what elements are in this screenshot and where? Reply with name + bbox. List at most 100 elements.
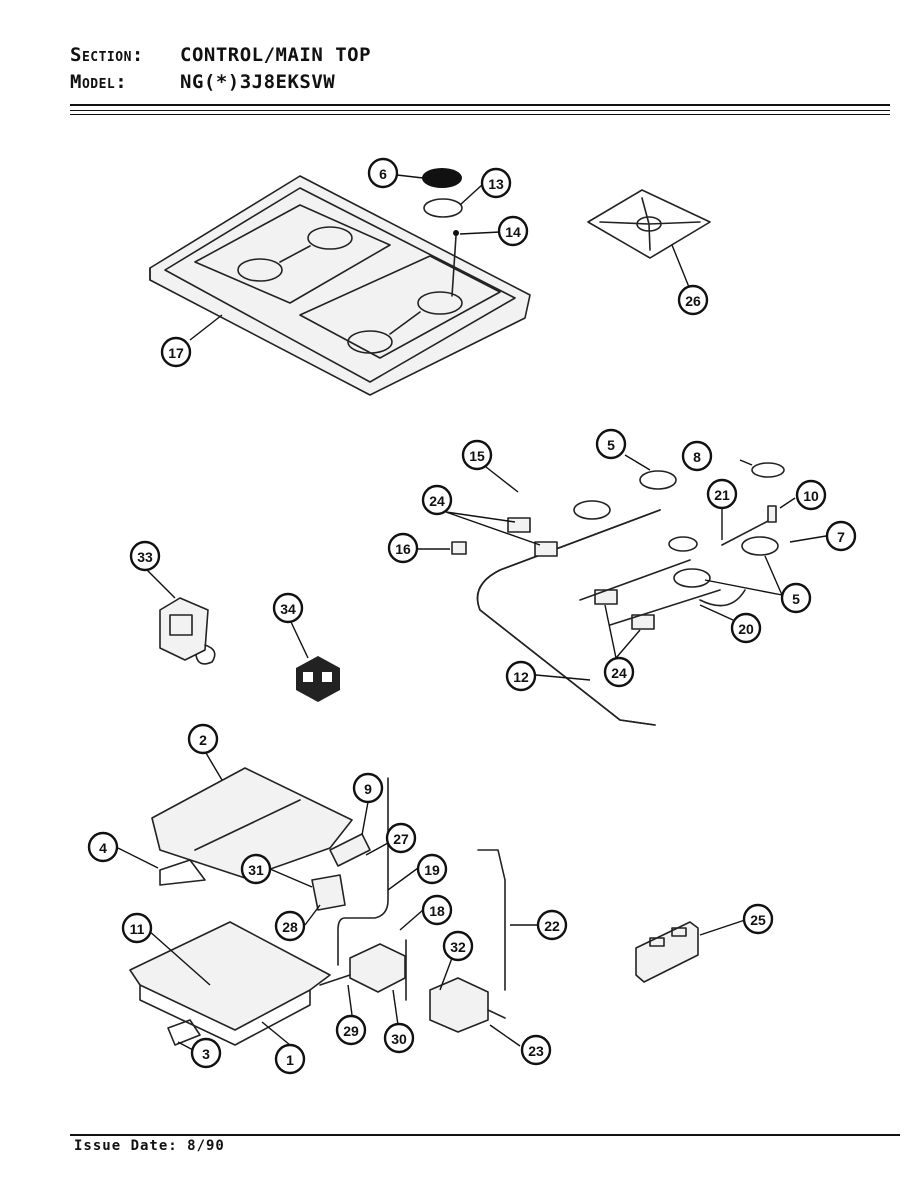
callout-33: 33 xyxy=(129,540,161,572)
callout-label: 5 xyxy=(607,437,615,453)
callout-2: 2 xyxy=(187,723,219,755)
callout-11: 11 xyxy=(121,912,153,944)
callout-24b: 24 xyxy=(603,656,635,688)
callout-16: 16 xyxy=(387,532,419,564)
callout-6: 6 xyxy=(367,157,399,189)
callout-22: 22 xyxy=(536,909,568,941)
callout-label: 29 xyxy=(343,1023,359,1039)
section-line: Section: CONTROL/MAIN TOP xyxy=(70,42,371,69)
burner-head xyxy=(639,470,677,490)
callout-label: 12 xyxy=(513,669,529,685)
oven-thermostat xyxy=(349,943,406,993)
burner-cap xyxy=(422,168,462,188)
callout-label: 10 xyxy=(803,488,819,504)
callout-5a: 5 xyxy=(595,428,627,460)
callout-32: 32 xyxy=(442,930,474,962)
callout-31: 31 xyxy=(240,853,272,885)
callout-19: 19 xyxy=(416,853,448,885)
burner-valve xyxy=(534,541,558,557)
burner-ring-small xyxy=(668,536,698,552)
callout-18: 18 xyxy=(421,894,453,926)
burner-ring xyxy=(423,198,463,218)
callout-label: 22 xyxy=(544,918,560,934)
burner-grate xyxy=(587,189,711,259)
oven-ignitor xyxy=(329,833,371,867)
callout-label: 3 xyxy=(202,1046,210,1062)
callout-label: 4 xyxy=(99,840,107,856)
callout-label: 8 xyxy=(693,449,701,465)
callout-27: 27 xyxy=(385,822,417,854)
gas-tube-long xyxy=(477,849,506,991)
callout-label: 30 xyxy=(391,1031,407,1047)
spark-module xyxy=(159,597,216,665)
footer-rule xyxy=(70,1134,900,1136)
callout-15: 15 xyxy=(461,439,493,471)
callout-34: 34 xyxy=(272,592,304,624)
callout-28: 28 xyxy=(274,910,306,942)
gas-tube xyxy=(337,777,389,966)
callout-label: 6 xyxy=(379,166,387,182)
burner-valve xyxy=(594,589,618,605)
callout-1: 1 xyxy=(274,1043,306,1075)
callout-label: 17 xyxy=(168,345,184,361)
lower-shield xyxy=(129,921,331,1046)
callout-13: 13 xyxy=(480,167,512,199)
callout-label: 24 xyxy=(611,665,627,681)
callout-label: 20 xyxy=(738,621,754,637)
callout-label: 33 xyxy=(137,549,153,565)
callout-21: 21 xyxy=(706,478,738,510)
ignitor xyxy=(767,505,777,523)
section-value: CONTROL/MAIN TOP xyxy=(180,44,372,66)
header-rule-thin xyxy=(70,110,890,111)
callout-label: 24 xyxy=(429,493,445,509)
callout-label: 15 xyxy=(469,448,485,464)
model-label: Model: xyxy=(70,71,128,93)
upper-shield xyxy=(151,767,353,886)
callout-9: 9 xyxy=(352,772,384,804)
burner-head xyxy=(673,568,711,588)
callout-7: 7 xyxy=(825,520,857,552)
safety-valve xyxy=(429,977,506,1033)
callout-label: 14 xyxy=(505,224,521,240)
callout-4: 4 xyxy=(87,831,119,863)
page-header: Section: CONTROL/MAIN TOP Model: NG(*)3J8E… xyxy=(70,42,371,96)
callout-5b: 5 xyxy=(780,582,812,614)
section-label: Section: xyxy=(70,44,144,66)
callout-label: 16 xyxy=(395,541,411,557)
callout-label: 28 xyxy=(282,919,298,935)
burner-head xyxy=(741,536,779,556)
callout-8: 8 xyxy=(681,440,713,472)
callout-24a: 24 xyxy=(421,484,453,516)
callout-label: 32 xyxy=(450,939,466,955)
model-value: NG(*)3J8EKSVW xyxy=(180,71,336,93)
callout-label: 7 xyxy=(837,529,845,545)
callout-label: 5 xyxy=(792,591,800,607)
terminal-block xyxy=(296,656,340,702)
screw xyxy=(453,230,459,236)
bracket-box xyxy=(635,921,699,983)
callout-3: 3 xyxy=(190,1037,222,1069)
callout-label: 26 xyxy=(685,293,701,309)
callout-25: 25 xyxy=(742,903,774,935)
callout-26: 26 xyxy=(677,284,709,316)
callout-label: 19 xyxy=(424,862,440,878)
gas-manifold xyxy=(476,509,661,726)
callout-29: 29 xyxy=(335,1014,367,1046)
callout-label: 13 xyxy=(488,176,504,192)
callout-label: 34 xyxy=(280,601,296,617)
model-line: Model: NG(*)3J8EKSVW xyxy=(70,69,371,96)
header-rule-thin-2 xyxy=(70,114,890,115)
callout-14: 14 xyxy=(497,215,529,247)
callout-label: 18 xyxy=(429,903,445,919)
valve-fitting xyxy=(451,541,467,555)
callout-10: 10 xyxy=(795,479,827,511)
header-rule xyxy=(70,104,890,106)
leader-lines xyxy=(117,174,827,1051)
burner-valve xyxy=(507,517,531,533)
callout-label: 31 xyxy=(248,862,264,878)
callout-30: 30 xyxy=(383,1022,415,1054)
callout-17: 17 xyxy=(160,336,192,368)
callout-label: 1 xyxy=(286,1052,294,1068)
